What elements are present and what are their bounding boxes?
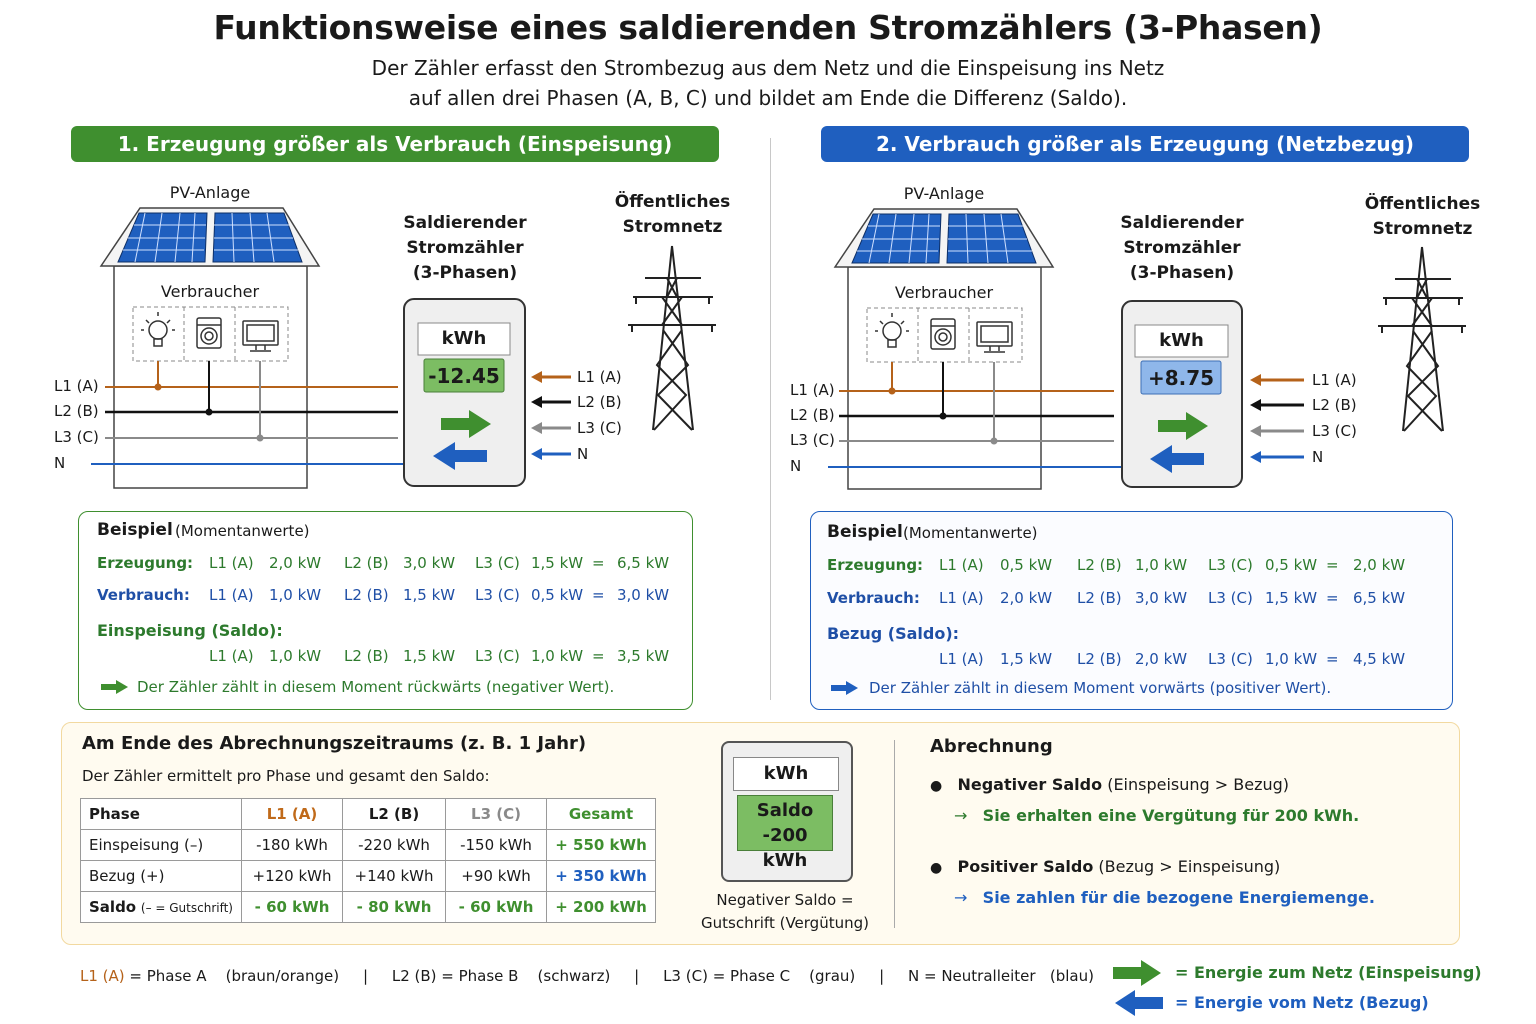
legend-blue-arrow: = Energie vom Netz (Bezug) — [1175, 993, 1429, 1012]
example-note: (Momentanwerte) — [175, 522, 310, 540]
scenario2-diagram — [828, 208, 1466, 490]
example-note: (Momentanwerte) — [903, 524, 1038, 542]
example-row-saldo: L1 (A)1,5 kW L2 (B)2,0 kW L3 (C)1,0 kW =… — [939, 650, 1406, 668]
consumer-label: Verbraucher — [894, 283, 994, 302]
meter-unit: kWh — [441, 328, 487, 349]
arrow-right-icon — [1113, 960, 1161, 986]
example-box-2: Beispiel (Momentanwerte) Erzeugung: L1 (… — [810, 511, 1453, 710]
subtitle-line-1: Der Zähler erfasst den Strombezug aus de… — [371, 56, 1165, 80]
example-box-1: Beispiel (Momentanwerte) Erzeugung: L1 (… — [78, 511, 693, 710]
arrow-right-icon: → — [954, 806, 968, 825]
arrow-right-icon — [441, 410, 491, 438]
washing-machine-icon — [930, 318, 956, 350]
arrow-left-icon — [1250, 374, 1304, 463]
table-row: Saldo (– = Gutschrift) - 60 kWh - 80 kWh… — [80, 891, 656, 923]
wire-label-n: N — [54, 454, 66, 472]
scenario2-banner: 2. Verbrauch größer als Erzeugung (Netzb… — [821, 126, 1469, 162]
center-divider — [770, 138, 771, 700]
pv-label: PV-Anlage — [169, 183, 251, 202]
arrow-right-icon — [831, 681, 858, 695]
grid-label-l2: L2 (B) — [577, 393, 622, 411]
monitor-icon — [976, 321, 1013, 353]
example-title: Beispiel — [97, 520, 173, 540]
example-note-text: Der Zähler zählt in diesem Moment vorwär… — [869, 679, 1332, 697]
subtitle-line-2: auf allen drei Phasen (A, B, C) und bild… — [408, 86, 1128, 110]
pv-label: PV-Anlage — [903, 184, 985, 203]
meter-unit: kWh — [1159, 330, 1204, 351]
example-note-text: Der Zähler zählt in diesem Moment rückwä… — [137, 678, 615, 696]
arrow-left-icon — [531, 371, 571, 460]
table-header-row: Phase L1 (A) L2 (B) L3 (C) Gesamt — [80, 798, 656, 830]
arrow-left-icon — [1115, 990, 1163, 1016]
scenario1-diagram — [91, 207, 716, 489]
example-row-consumption: Verbrauch: L1 (A)1,0 kW L2 (B)1,5 kW L3 … — [97, 586, 670, 604]
billing-divider — [894, 740, 895, 928]
wire-label-l3: L3 (C) — [54, 428, 99, 446]
legend-green-arrow: = Energie zum Netz (Einspeisung) — [1175, 963, 1482, 982]
positive-saldo-item: ● Positiver Saldo (Bezug > Einspeisung) — [930, 857, 1281, 876]
meter-reading: +8.75 — [1147, 366, 1215, 390]
washing-machine-icon — [196, 317, 222, 349]
wire-label-l1: L1 (A) — [54, 377, 99, 395]
solar-panel-icon — [117, 212, 303, 263]
grid-label-l3: L3 (C) — [1312, 422, 1357, 440]
arrow-left-icon — [433, 442, 487, 470]
page-title: Funktionsweise eines saldierenden Stromz… — [213, 8, 1323, 47]
arrow-right-icon — [101, 680, 128, 694]
wire-label-l3: L3 (C) — [790, 431, 835, 449]
billing-intro: Der Zähler ermittelt pro Phase und gesam… — [82, 767, 490, 785]
solar-panel-icon — [851, 213, 1037, 264]
example-row-saldo: L1 (A)1,0 kW L2 (B)1,5 kW L3 (C)1,0 kW =… — [209, 647, 670, 665]
wire-label-l1: L1 (A) — [790, 381, 835, 399]
monitor-icon — [242, 320, 279, 352]
billing-title: Am Ende des Abrechnungszeitraums (z. B. … — [82, 733, 587, 754]
pylon-icon — [1378, 246, 1466, 432]
settlement-title: Abrechnung — [930, 736, 1053, 757]
grid-label-l2: L2 (B) — [1312, 396, 1357, 414]
wire-label-l2: L2 (B) — [790, 406, 835, 424]
grid-label-n: N — [577, 445, 589, 463]
saldo-meter-unit: kWh — [733, 757, 839, 791]
saldo-meter-display: Saldo-200 kWh — [737, 795, 833, 871]
wire-legend: L1 (A) = Phase A (braun/orange) | L2 (B)… — [80, 967, 1094, 985]
arrow-left-icon — [1150, 445, 1204, 473]
example-row-generation: Erzeugung: L1 (A)0,5 kW L2 (B)1,0 kW L3 … — [827, 556, 1406, 574]
bulb-icon — [141, 312, 175, 347]
saldo-table: Phase L1 (A) L2 (B) L3 (C) Gesamt Einspe… — [80, 798, 656, 923]
example-row-consumption: Verbrauch: L1 (A)2,0 kW L2 (B)3,0 kW L3 … — [827, 589, 1406, 607]
wire-label-n: N — [790, 457, 802, 475]
wire-label-l2: L2 (B) — [54, 402, 99, 420]
example-saldo-label: Einspeisung (Saldo): — [97, 621, 283, 640]
meter-reading: -12.45 — [428, 364, 500, 388]
house-body — [847, 266, 1042, 490]
pylon-icon — [628, 245, 716, 431]
arrow-right-icon — [1158, 412, 1208, 440]
arrow-right-icon: → — [954, 888, 968, 907]
grid-label-n: N — [1312, 448, 1324, 466]
negative-saldo-result: → Sie erhalten eine Vergütung für 200 kW… — [954, 806, 1360, 825]
saldo-meter-caption: Negativer Saldo =Gutschrift (Vergütung) — [701, 891, 869, 932]
grid-label-l1: L1 (A) — [577, 368, 622, 386]
example-saldo-label: Bezug (Saldo): — [827, 624, 960, 643]
grid-label-l3: L3 (C) — [577, 419, 622, 437]
example-row-generation: Erzeugung: L1 (A)2,0 kW L2 (B)3,0 kW L3 … — [97, 554, 670, 572]
consumer-label: Verbraucher — [160, 282, 260, 301]
positive-saldo-result: → Sie zahlen für die bezogene Energiemen… — [954, 888, 1375, 907]
table-row: Einspeisung (–) -180 kWh -220 kWh -150 k… — [80, 829, 656, 861]
negative-saldo-item: ● Negativer Saldo (Einspeisung > Bezug) — [930, 775, 1290, 794]
grid-label-l1: L1 (A) — [1312, 371, 1357, 389]
table-row: Bezug (+) +120 kWh +140 kWh +90 kWh + 35… — [80, 860, 656, 892]
example-title: Beispiel — [827, 522, 903, 542]
house-body — [113, 265, 308, 489]
bulb-icon — [875, 313, 909, 348]
scenario1-banner: 1. Erzeugung größer als Verbrauch (Einsp… — [71, 126, 719, 162]
